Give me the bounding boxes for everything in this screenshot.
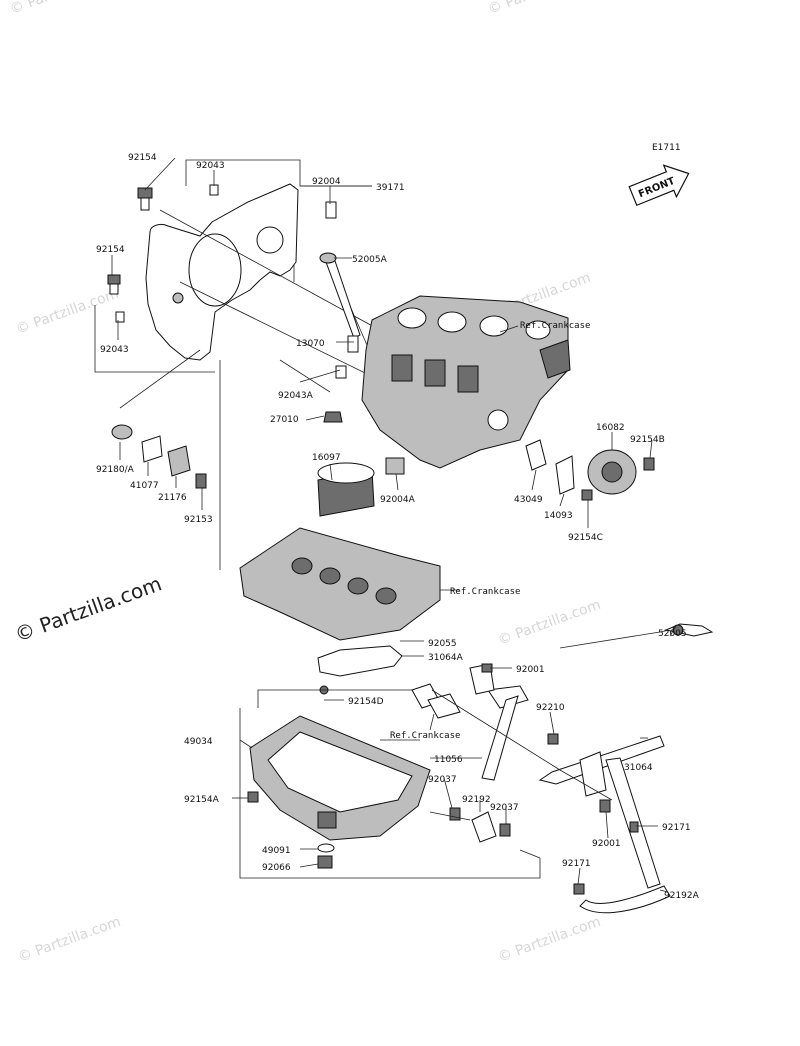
gasket-cover-group — [94, 159, 372, 373]
ref-crankcase-label: Ref.Crankcase — [390, 731, 460, 741]
part-number[interactable]: 92154A — [184, 795, 220, 805]
part-number[interactable]: 21176 — [158, 493, 187, 503]
part-number[interactable]: 92037 — [490, 803, 519, 813]
part-number[interactable]: 92153 — [184, 515, 213, 525]
part-number[interactable]: 92210 — [536, 703, 565, 713]
part-number[interactable]: 13070 — [296, 339, 325, 349]
part-number[interactable]: 92004A — [380, 495, 416, 505]
ref-crankcase-label: Ref.Crankcase — [520, 321, 590, 331]
watermark: © Partzilla.com — [8, 0, 115, 18]
part-number[interactable]: 92001 — [516, 665, 545, 675]
front-arrow-icon: FRONT — [628, 164, 690, 207]
oil-pump — [587, 449, 637, 495]
part-number[interactable]: 92154 — [96, 245, 125, 255]
part-number[interactable]: 92055 — [428, 639, 457, 649]
part-number[interactable]: 92192 — [462, 795, 491, 805]
watermark: © Partzilla.com — [496, 597, 603, 649]
oil-pan — [239, 689, 541, 879]
watermark: © Partzilla.com — [16, 914, 123, 966]
part-number[interactable]: 92154B — [630, 435, 665, 445]
ref-crankcase-label: Ref.Crankcase — [450, 587, 520, 597]
part-labels: 92154 92043 92004 39171 92154 52005A 920… — [96, 153, 700, 901]
part-number[interactable]: 31064A — [428, 653, 464, 663]
part-number[interactable]: 52005 — [658, 629, 687, 639]
part-number[interactable]: 11056 — [434, 755, 463, 765]
part-number[interactable]: 27010 — [270, 415, 299, 425]
part-number[interactable]: 92043A — [278, 391, 314, 401]
crankcase-lower — [239, 527, 441, 641]
watermark: © Partzilla.com — [14, 286, 121, 338]
part-number[interactable]: 16082 — [596, 423, 625, 433]
part-number[interactable]: 16097 — [312, 453, 341, 463]
part-number[interactable]: 92180/A — [96, 465, 135, 475]
part-number[interactable]: 31064 — [624, 763, 653, 773]
part-number[interactable]: 41077 — [130, 481, 159, 491]
part-number[interactable]: 14093 — [544, 511, 573, 521]
part-number[interactable]: 52005A — [352, 255, 388, 265]
part-number[interactable]: 92037 — [428, 775, 457, 785]
diagram-code: E1711 — [652, 143, 681, 153]
oil-filter — [317, 462, 375, 517]
part-number[interactable]: 92154C — [568, 533, 603, 543]
oil-line-assembly — [411, 623, 714, 914]
part-number[interactable]: 49091 — [262, 846, 291, 856]
part-number[interactable]: 49034 — [184, 737, 213, 747]
part-number[interactable]: 92043 — [100, 345, 129, 355]
part-number[interactable]: 92043 — [196, 161, 225, 171]
watermark: © Partzilla.com — [486, 0, 593, 18]
part-number[interactable]: 92066 — [262, 863, 291, 873]
part-number[interactable]: 92171 — [562, 859, 591, 869]
reference-labels: Ref.Crankcase Ref.Crankcase Ref.Crankcas… — [390, 321, 590, 741]
part-number[interactable]: 92004 — [312, 177, 341, 187]
part-number[interactable]: 39171 — [376, 183, 405, 193]
part-number[interactable]: 92154 — [128, 153, 157, 163]
watermark: © Partzilla.com — [496, 914, 603, 966]
part-number[interactable]: 92154D — [348, 697, 384, 707]
part-number[interactable]: 92192A — [664, 891, 700, 901]
watermark-strong: © Partzilla.com — [12, 571, 165, 646]
cylinder-block — [361, 295, 571, 469]
part-number[interactable]: 92171 — [662, 823, 691, 833]
part-number[interactable]: 43049 — [514, 495, 543, 505]
part-number[interactable]: 92001 — [592, 839, 621, 849]
